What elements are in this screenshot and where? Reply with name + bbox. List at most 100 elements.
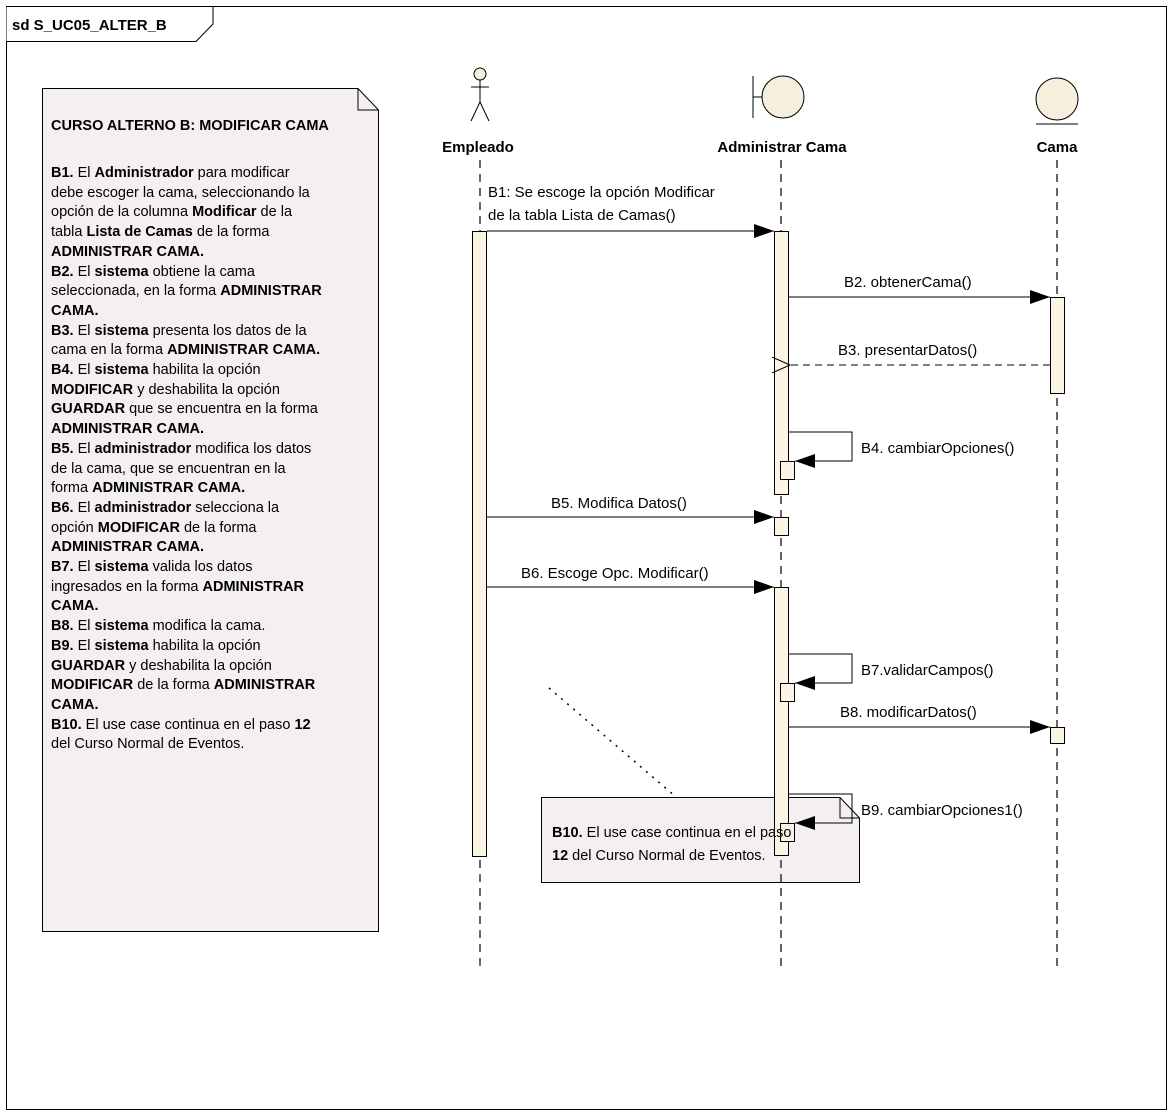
bottom-note-line: B10. El use case continua en el paso [552,822,852,845]
left-note-text: modifica los datos [191,440,312,457]
left-note-text: administrador [94,499,192,516]
left-note-line: opción de la columna Modificar de la [51,203,373,223]
left-note-line: CAMA. [51,302,373,322]
left-note-text: B9. [51,637,74,654]
left-note-line: B9. El sistema habilita la opción [51,637,373,657]
message-b7-label: B7.validarCampos() [861,662,994,679]
left-note-line: MODIFICAR y deshabilita la opción [51,381,373,401]
left-note-line: B8. El sistema modifica la cama. [51,617,373,637]
left-note-line: B6. El administrador selecciona la [51,499,373,519]
activation-admin-3 [774,587,789,856]
left-note-text: Modificar [192,204,257,221]
left-note-text: sistema [94,637,149,654]
left-note-text: opción de la columna [51,204,193,221]
left-note-text: Lista de Camas [86,224,193,241]
frame-title: sd S_UC05_ALTER_B [12,17,167,34]
left-note-text: 12 [294,716,311,733]
left-note-text: ADMINISTRAR CAMA. [51,421,205,438]
left-note-text: debe escoger la cama, seleccionando la [51,184,310,201]
left-note-text: El use case continua en el paso [81,716,295,733]
left-note-text: B2. [51,263,74,280]
left-note-text: ADMINISTRAR [220,283,322,300]
message-b1-label-line2: de la tabla Lista de Camas() [488,207,676,224]
left-note-text: de la cama, que se encuentran en la [51,460,286,477]
left-note-text: El [73,559,95,576]
left-note-text: del Curso Normal de Eventos. [51,736,245,753]
left-note-line: B1. El Administrador para modificar [51,164,373,184]
left-note-text: ADMINISTRAR CAMA. [92,480,246,497]
left-note-text: sistema [94,559,149,576]
left-note-line: ADMINISTRAR CAMA. [51,420,373,440]
left-note-text: sistema [94,322,149,339]
left-note-text: selecciona la [191,499,280,516]
activation-cama-2 [1050,727,1065,744]
left-note-text: cama en la forma [51,342,168,359]
left-note-text: que se encuentra en la forma [125,401,318,418]
left-note-text: ADMINISTRAR CAMA. [51,539,205,556]
left-note-text: CAMA. [51,598,99,615]
left-note-text: valida los datos [148,559,253,576]
left-note-line: MODIFICAR de la forma ADMINISTRAR [51,676,373,696]
left-note-text: Administrador [94,165,194,181]
left-note-line: seleccionada, en la forma ADMINISTRAR [51,282,373,302]
message-b8-label: B8. modificarDatos() [840,704,977,721]
left-note-text: sistema [94,362,149,379]
bottom-note-text: del Curso Normal de Eventos. [568,848,766,864]
lifeline-name-empleado: Empleado [442,139,514,156]
left-note-text: B1. [51,165,74,181]
message-b7-arrow [789,653,853,690]
entity-icon [1035,77,1079,125]
left-note-text: de la forma [133,677,214,694]
left-note-text: modifica la cama. [148,618,266,635]
left-note-line: B4. El sistema habilita la opción [51,361,373,381]
left-note-line: CAMA. [51,597,373,617]
left-note-text: opción [51,519,98,536]
left-note-text: ADMINISTRAR [213,677,316,694]
activation-admin-2 [774,517,789,536]
message-b2-label: B2. obtenerCama() [844,274,972,291]
left-note-line: B2. El sistema obtiene la cama [51,263,373,283]
left-note-text: El [73,322,95,339]
left-note-text: B5. [51,440,74,457]
message-b9-arrow [789,793,853,830]
bottom-note-text: El use case continua en el paso [582,825,792,841]
left-note-line: opción MODIFICAR de la forma [51,519,373,539]
lifeline-name-administrar-cama: Administrar Cama [717,139,847,156]
left-note-text: B4. [51,362,74,379]
left-note-text: y deshabilita la opción [133,381,280,398]
left-note-text: forma [51,480,93,497]
left-note-line: tabla Lista de Camas de la forma [51,223,373,243]
activation-empleado [472,231,487,857]
left-note-text: El [73,263,95,280]
left-note-text: El [73,440,95,457]
left-note-line: ingresados en la forma ADMINISTRAR [51,578,373,598]
left-note-line: debe escoger la cama, seleccionando la [51,184,373,204]
left-note-text: obtiene la cama [148,263,255,280]
left-note-text: B7. [51,559,74,576]
left-note-box [42,88,379,932]
message-b6-label: B6. Escoge Opc. Modificar() [521,565,709,582]
message-b9-label: B9. cambiarOpciones1() [861,802,1023,819]
left-note-text: El [73,499,95,516]
left-note-line: B3. El sistema presenta los datos de la [51,322,373,342]
left-note-line: GUARDAR y deshabilita la opción [51,657,373,677]
actor-icon [470,67,490,122]
left-note-text: seleccionada, en la forma [51,283,221,300]
activation-admin-self-b9 [780,823,795,842]
message-b1-label-line1: B1: Se escoge la opción Modificar [488,184,715,201]
activation-admin-self-b7 [780,683,795,702]
left-note-line: ADMINISTRAR CAMA. [51,243,373,263]
left-note-line: B10. El use case continua en el paso 12 [51,716,373,736]
left-note-text: y deshabilita la opción [125,657,272,674]
activation-admin-1 [774,231,789,495]
left-note-text: B6. [51,499,74,516]
left-note-title: CURSO ALTERNO B: MODIFICAR CAMA [51,118,329,134]
left-note-line: cama en la forma ADMINISTRAR CAMA. [51,341,373,361]
left-note-text: habilita la opción [148,362,261,379]
left-note-text: CAMA. [51,696,99,713]
left-note-text: administrador [94,440,192,457]
message-b3-label: B3. presentarDatos() [838,342,977,359]
activation-cama-1 [1050,297,1065,394]
left-note-text: El [73,362,95,379]
